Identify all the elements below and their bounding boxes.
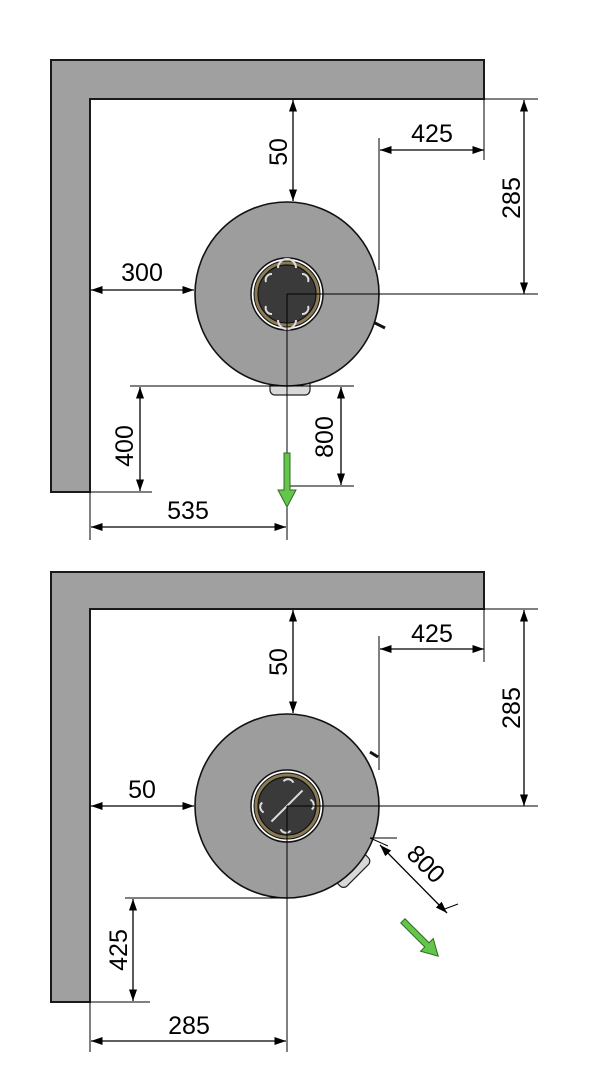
dim-bottom: 285	[168, 1012, 210, 1040]
dim-bottom-left: 400	[111, 425, 139, 467]
dim-right-side: 285	[498, 687, 526, 729]
dim-front-depth: 800	[401, 840, 450, 889]
stove-top-view	[194, 201, 386, 396]
dim-top: 50	[265, 138, 293, 166]
front-direction-arrow	[400, 918, 439, 957]
dim-left: 50	[128, 776, 156, 804]
dim-bottom-left: 425	[105, 929, 133, 971]
diagram-corner: 50 425 285 50 800 425 285	[50, 571, 538, 1052]
diagram-straight: 50 425 285 300 800 400 535	[50, 59, 538, 540]
dim-front-depth: 800	[311, 416, 339, 458]
dim-left: 300	[121, 259, 163, 287]
front-direction-arrow	[277, 452, 297, 509]
dim-right-side: 285	[498, 177, 526, 219]
wall-corner	[50, 571, 485, 1003]
dim-bottom: 535	[167, 497, 209, 525]
flue-baffle	[264, 258, 310, 330]
dim-right-top: 425	[411, 620, 453, 648]
dim-top: 50	[265, 648, 293, 676]
side-handle	[369, 750, 379, 759]
wall-corner	[50, 59, 485, 493]
dim-right-top: 425	[411, 120, 453, 148]
